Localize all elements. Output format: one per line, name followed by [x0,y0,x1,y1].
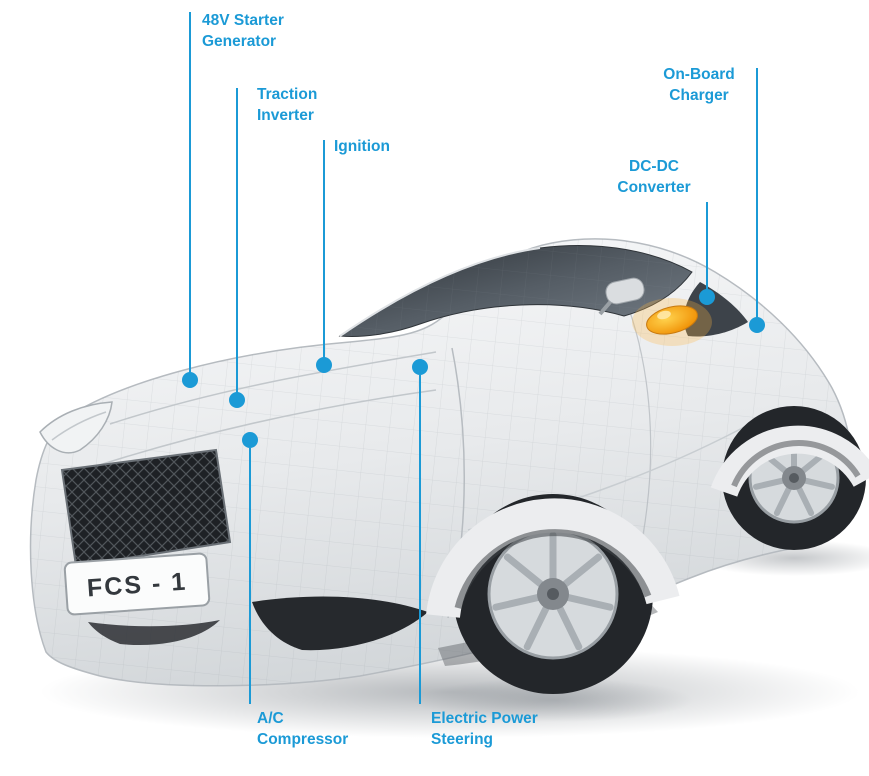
callout-label: On-Board Charger [663,66,735,104]
marker-dot [316,357,332,373]
callout-line [236,88,238,400]
license-plate: FCS - 1 [63,552,211,616]
callout-label: Traction Inverter [257,86,318,124]
callout-line [323,140,325,365]
license-plate-text: FCS - 1 [86,568,188,603]
marker-dot [412,359,428,375]
marker-dot [749,317,765,333]
callout-line [756,68,758,325]
callout-line [249,448,251,704]
marker-dot [229,392,245,408]
side-mirror [598,277,645,316]
marker-dot [242,432,258,448]
callout-line [419,375,421,704]
front-wheel-arch [426,498,680,619]
marker-dot [699,289,715,305]
callout-label: DC-DC Converter [617,158,691,196]
callout-label: 48V Starter Generator [202,12,284,50]
callout-label: Electric Power Steering [431,710,538,748]
front-air-intake [88,596,428,651]
callout-label: A/C Compressor [257,710,349,748]
rear-wheel-arch [710,425,869,498]
headlight [39,401,113,454]
callout-label: Ignition [334,138,390,155]
amber-light [632,298,712,346]
marker-dot [182,372,198,388]
callout-line [706,202,708,297]
front-grille [60,448,232,568]
callout-line [189,12,191,380]
